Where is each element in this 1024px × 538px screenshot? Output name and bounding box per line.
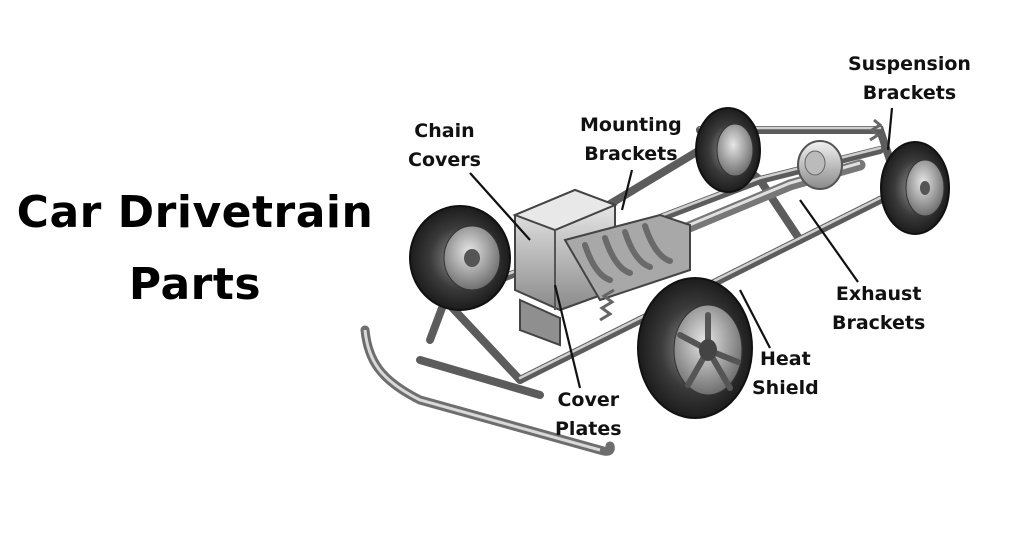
label-cover-plates: Cover Plates — [555, 386, 622, 444]
label-suspension-brackets-line2: Brackets — [862, 82, 957, 104]
leader-suspension-brackets — [886, 107, 894, 151]
label-cover-plates-line2: Plates — [555, 418, 622, 440]
label-mounting-brackets: Mounting Brackets — [580, 111, 682, 169]
label-mounting-brackets-line2: Brackets — [584, 143, 678, 165]
label-chain-covers: Chain Covers — [408, 117, 481, 175]
leader-cover-plates — [553, 284, 582, 389]
label-chain-covers-line2: Covers — [408, 149, 481, 171]
suspension-springs — [599, 118, 883, 322]
label-exhaust-brackets-line1: Exhaust — [835, 283, 922, 305]
front-right-wheel — [637, 277, 753, 419]
label-heat-shield-line2: Shield — [752, 377, 819, 399]
diagram-title-line2: Parts — [128, 259, 262, 310]
rear-differential — [797, 140, 843, 190]
leader-exhaust-brackets — [799, 199, 859, 283]
label-exhaust-brackets: Exhaust Brackets — [832, 280, 925, 338]
diagram-title-line1: Car Drivetrain — [16, 187, 374, 238]
label-chain-covers-line1: Chain — [414, 120, 475, 142]
front-left-wheel — [409, 205, 511, 311]
label-mounting-brackets-line1: Mounting — [580, 114, 682, 136]
label-heat-shield: Heat Shield — [752, 345, 819, 403]
label-cover-plates-line1: Cover — [557, 389, 620, 411]
leader-mounting-brackets — [620, 169, 634, 211]
label-suspension-brackets-line1: Suspension — [848, 53, 971, 75]
leader-heat-shield — [739, 289, 771, 349]
label-exhaust-brackets-line2: Brackets — [832, 312, 926, 334]
engine-block — [512, 188, 691, 347]
label-suspension-brackets: Suspension Brackets — [848, 50, 971, 108]
leader-chain-covers — [469, 172, 531, 241]
rear-right-wheel — [880, 141, 950, 235]
label-leader-lines — [469, 107, 894, 389]
rear-left-wheel — [695, 107, 761, 193]
label-heat-shield-line1: Heat — [760, 348, 811, 370]
